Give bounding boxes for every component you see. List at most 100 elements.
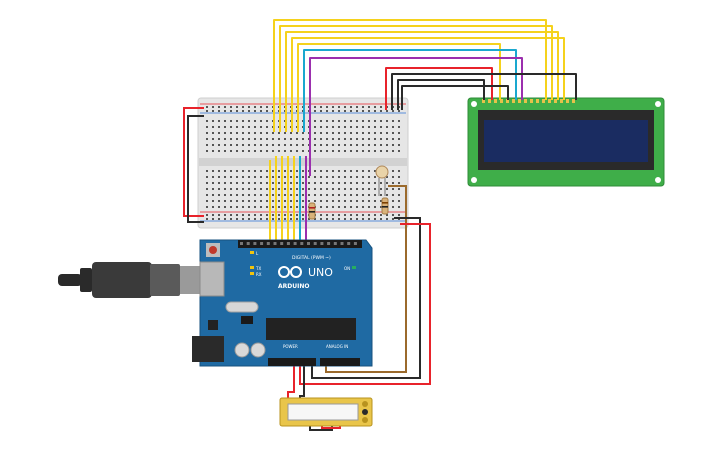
power-label: POWER: [283, 344, 298, 349]
breadboard-hole: [326, 170, 328, 172]
breadboard-hole: [314, 120, 316, 122]
breadboard-hole: [212, 188, 214, 190]
breadboard-hole: [362, 206, 364, 208]
breadboard-hole: [218, 194, 220, 196]
wire-yellow[interactable]: [279, 25, 553, 132]
breadboard-hole: [386, 126, 388, 128]
breadboard-hole: [380, 120, 382, 122]
breadboard-hole: [296, 150, 298, 152]
breadboard-hole: [332, 182, 334, 184]
breadboard-hole: [230, 194, 232, 196]
breadboard-hole: [344, 126, 346, 128]
breadboard-hole: [338, 126, 340, 128]
breadboard-hole: [338, 150, 340, 152]
breadboard-hole: [344, 170, 346, 172]
wire-yellow[interactable]: [273, 19, 547, 132]
wire-black[interactable]: [401, 85, 509, 110]
breadboard-hole: [386, 188, 388, 190]
wire-red[interactable]: [287, 362, 295, 402]
wire-red[interactable]: [385, 67, 493, 110]
breadboard-hole: [290, 170, 292, 172]
rail-hole: [392, 110, 394, 112]
breadboard-hole: [290, 150, 292, 152]
breadboard-hole: [224, 170, 226, 172]
rail-hole: [368, 214, 370, 216]
breadboard-hole: [290, 188, 292, 190]
breadboard-hole: [338, 170, 340, 172]
breadboard-hole: [350, 144, 352, 146]
breadboard-hole: [272, 182, 274, 184]
rail-hole: [368, 106, 370, 108]
lcd-module[interactable]: [467, 97, 665, 187]
photoresistor[interactable]: [375, 165, 389, 196]
wires-to-lcd[interactable]: [273, 19, 577, 176]
breadboard[interactable]: [197, 97, 409, 229]
breadboard-hole: [266, 194, 268, 196]
breadboard-hole: [212, 200, 214, 202]
breadboard-hole: [236, 170, 238, 172]
rail-hole: [278, 218, 280, 220]
breadboard-hole: [224, 176, 226, 178]
wire-black[interactable]: [311, 217, 421, 379]
wire-yellow[interactable]: [291, 37, 565, 132]
arduino-uno-board[interactable]: ARDUINO UNO DIGITAL (PWM ~) TX RX L ON P…: [192, 239, 373, 367]
rail-hole: [248, 110, 250, 112]
wire-black[interactable]: [187, 115, 204, 223]
breadboard-hole: [236, 120, 238, 122]
breadboard-hole: [224, 194, 226, 196]
rail-hole: [338, 218, 340, 220]
breadboard-hole: [374, 206, 376, 208]
resistor[interactable]: [381, 197, 389, 215]
breadboard-hole: [332, 194, 334, 196]
breadboard-hole: [326, 132, 328, 134]
breadboard-hole: [338, 120, 340, 122]
wire-purple[interactable]: [309, 57, 523, 176]
wire-red[interactable]: [183, 107, 204, 217]
breadboard-holes: [206, 106, 400, 220]
wire-red[interactable]: [299, 223, 431, 385]
breadboard-hole: [332, 138, 334, 140]
rail-jumpers[interactable]: [183, 107, 204, 223]
breadboard-hole: [296, 144, 298, 146]
wire-black[interactable]: [397, 79, 485, 110]
breadboard-hole: [260, 144, 262, 146]
wires-arduino-to-breadboard[interactable]: [269, 156, 307, 242]
breadboard-hole: [272, 138, 274, 140]
breadboard-hole: [236, 194, 238, 196]
breadboard-hole: [350, 126, 352, 128]
rail-hole: [356, 218, 358, 220]
breadboard-hole: [314, 188, 316, 190]
wire-yellow[interactable]: [285, 31, 559, 132]
wire-black[interactable]: [391, 73, 577, 110]
battery-module[interactable]: [279, 397, 373, 427]
breadboard-hole: [290, 200, 292, 202]
breadboard-hole: [362, 126, 364, 128]
lcd-pin: [548, 99, 551, 103]
rail-hole: [266, 214, 268, 216]
breadboard-hole: [248, 138, 250, 140]
rail-hole: [242, 214, 244, 216]
power-jack: [192, 336, 224, 362]
resistor[interactable]: [308, 202, 316, 220]
breadboard-hole: [368, 120, 370, 122]
breadboard-hole: [350, 120, 352, 122]
breadboard-hole: [254, 188, 256, 190]
rail-hole: [284, 218, 286, 220]
rail-hole: [374, 106, 376, 108]
breadboard-hole: [356, 138, 358, 140]
breadboard-hole: [398, 176, 400, 178]
rail-hole: [260, 106, 262, 108]
wires-sensor[interactable]: [287, 185, 431, 431]
lcd-mount-hole: [655, 101, 661, 107]
rail-hole: [254, 106, 256, 108]
breadboard-hole: [332, 170, 334, 172]
breadboard-hole: [368, 176, 370, 178]
breadboard-hole: [380, 138, 382, 140]
wire-brown[interactable]: [325, 185, 407, 373]
breadboard-hole: [374, 188, 376, 190]
rail-hole: [314, 106, 316, 108]
usb-cable[interactable]: [58, 262, 206, 298]
wire-yellow[interactable]: [297, 43, 501, 132]
header-pin: [293, 242, 297, 245]
breadboard-hole: [332, 188, 334, 190]
